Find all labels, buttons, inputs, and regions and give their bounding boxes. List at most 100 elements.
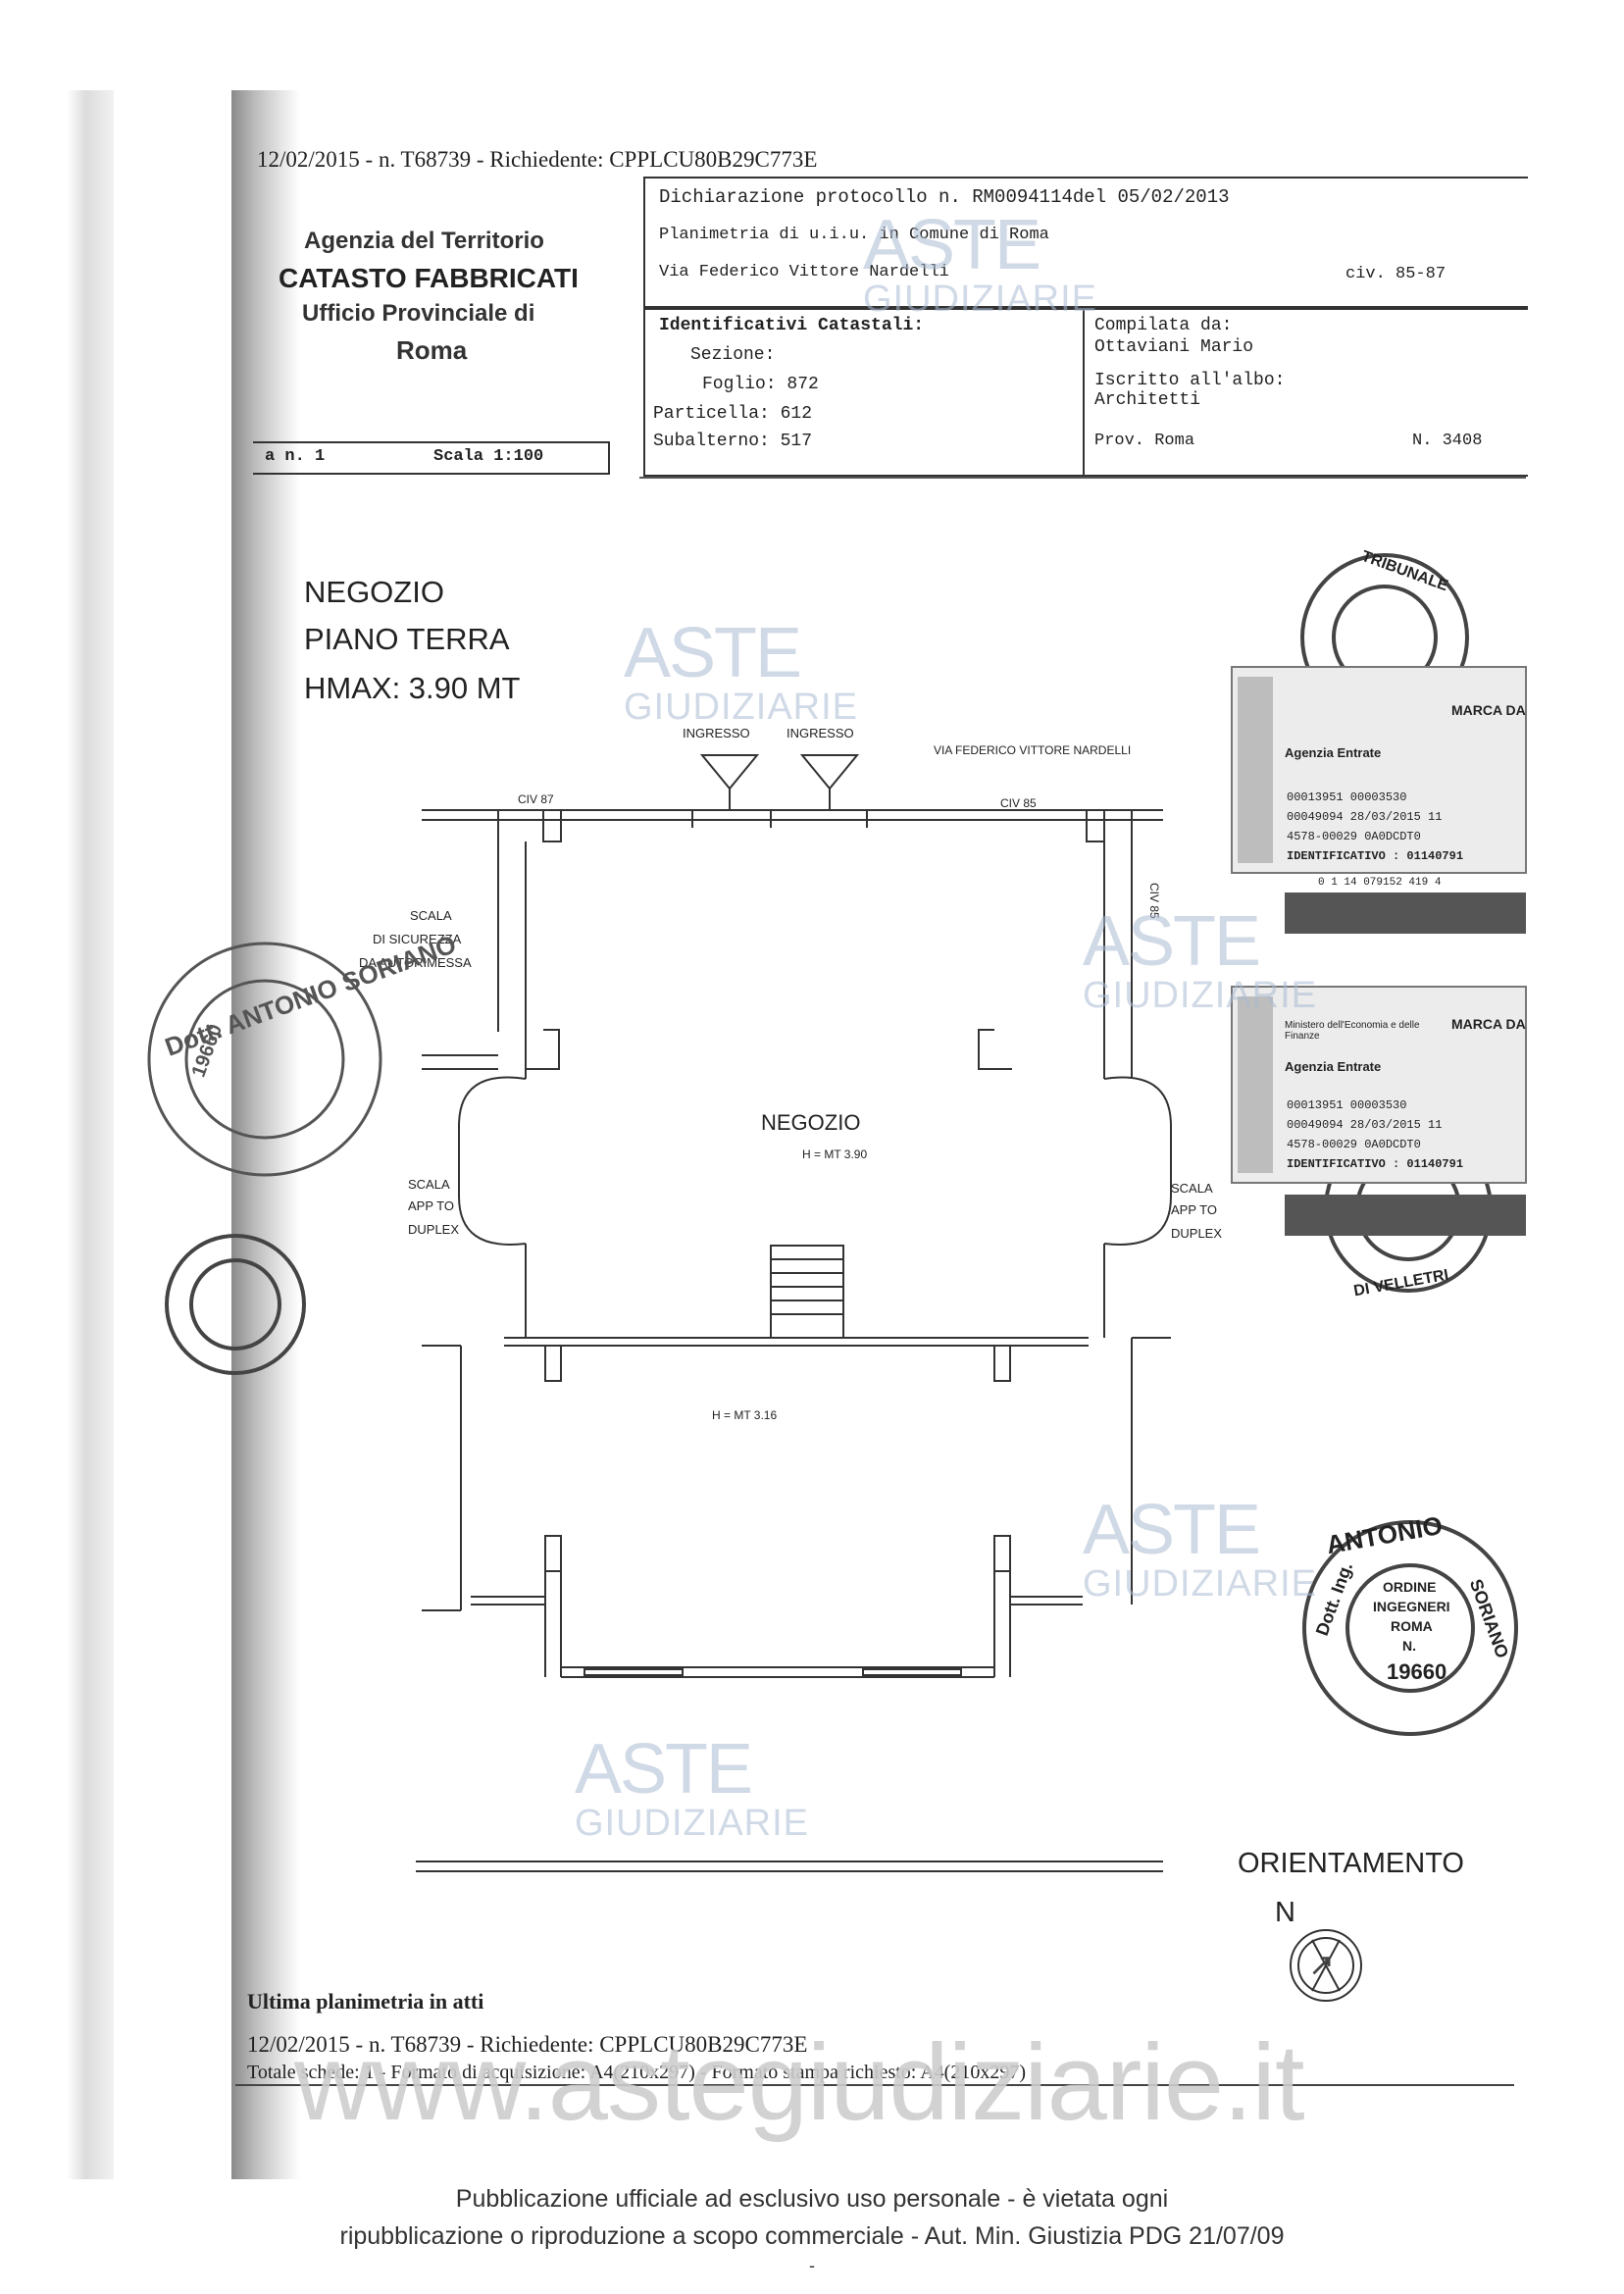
aste-watermark-5: ASTE GIUDIZIARIE xyxy=(575,1734,809,1842)
agenzia-line2: CATASTO FABBRICATI xyxy=(279,263,579,293)
marca-code-3: 4578-00029 0A0DCDT0 xyxy=(1287,830,1421,843)
subalterno-text: Subalterno: 517 xyxy=(653,432,813,451)
sezione-text: Sezione: xyxy=(690,345,776,365)
numero-text: N. 3408 xyxy=(1412,432,1483,450)
plan-title-line1: NEGOZIO xyxy=(304,575,444,609)
aste-watermark-4-title: ASTE xyxy=(1083,1491,1261,1569)
scala-right-2: APP TO xyxy=(1171,1202,1217,1217)
plan-title-line3: HMAX: 3.90 MT xyxy=(304,671,521,705)
indirizzo-text: Via Federico Vittore Nardelli xyxy=(659,263,949,281)
scala-sicurezza-2: DI SICUREZZA xyxy=(373,932,462,946)
planimetria-text: Planimetria di u.i.u. in Comune di Roma xyxy=(659,226,1049,244)
marca-code-1: 00013951 00003530 xyxy=(1287,790,1407,804)
plan-title-line2: PIANO TERRA xyxy=(304,622,510,656)
orientamento-label: ORIENTAMENTO xyxy=(1238,1848,1464,1879)
scala-left-3: DUPLEX xyxy=(408,1222,460,1237)
aste-watermark-5-title: ASTE xyxy=(575,1730,753,1809)
scala-right-1: SCALA xyxy=(1171,1181,1213,1196)
aste-watermark-2-sub: GIUDIZIARIE xyxy=(624,687,859,728)
iscritto-albo: Architetti xyxy=(1094,390,1201,410)
marca-code-2: 00049094 28/03/2015 11 xyxy=(1287,810,1443,824)
agenzia-entrate-2: Agenzia Entrate xyxy=(1285,1059,1382,1074)
scala-sicurezza-1: SCALA xyxy=(410,908,452,923)
ing-stamp-center-2: INGEGNERI xyxy=(1373,1599,1450,1614)
civ-85-top-label: CIV 85 xyxy=(1000,796,1037,810)
agenzia-line3: Ufficio Provinciale di xyxy=(302,300,535,327)
barcode-number: 0 1 14 079152 419 4 xyxy=(1318,877,1442,889)
lower-height: H = MT 3.16 xyxy=(712,1408,778,1422)
ministero-text: Ministero dell'Economia e delle Finanze xyxy=(1285,1020,1420,1042)
marca-1-label: MARCA DA xyxy=(1451,702,1526,718)
scala-left-2: APP TO xyxy=(408,1198,454,1213)
ing-stamp-left xyxy=(147,942,382,1177)
agenzia-entrate-1: Agenzia Entrate xyxy=(1285,745,1382,760)
aste-watermark-1-title: ASTE xyxy=(863,206,1041,284)
iscritto-label: Iscritto all'albo: xyxy=(1094,371,1286,390)
scan-left-edge xyxy=(67,90,114,2179)
marca-da-bollo-2 xyxy=(1231,986,1527,1236)
site-watermark: www.astegiudiziarie.it xyxy=(294,2022,1305,2143)
scala-sicurezza-3: DA AUTORIMESSA xyxy=(359,955,472,970)
aste-watermark-1: ASTE GIUDIZIARIE xyxy=(863,210,1097,318)
identificativi-label: Identificativi Catastali: xyxy=(659,316,925,335)
identificativo-2: IDENTIFICATIVO : 01140791 xyxy=(1287,1157,1464,1171)
header-box-ident xyxy=(643,306,1528,477)
ingresso-arrow-2 xyxy=(799,754,860,790)
footer-data-line: 12/02/2015 - n. T68739 - Richiedente: CP… xyxy=(247,2032,808,2057)
compass-icon: ↗ xyxy=(1308,1947,1335,1982)
aste-watermark-3-title: ASTE xyxy=(1083,902,1261,981)
dichiarazione-text: Dichiarazione protocollo n. RM0094114del… xyxy=(659,186,1230,208)
ing-stamp-right-num: 19660 xyxy=(1387,1659,1447,1684)
scheda-text: a n. 1 xyxy=(265,447,326,466)
foglio-text: Foglio: 872 xyxy=(702,375,819,394)
marca-code-2-2: 00049094 28/03/2015 11 xyxy=(1287,1118,1443,1132)
header-box-top xyxy=(643,177,1528,310)
notice-dash: - xyxy=(809,2256,815,2275)
footer-schede-line: Totale schede: 1 - Formato di acquisizio… xyxy=(247,2062,1026,2083)
aste-watermark-1-sub: GIUDIZIARIE xyxy=(863,279,1098,320)
identificativo-1: IDENTIFICATIVO : 01140791 xyxy=(1287,849,1464,863)
room-height: H = MT 3.90 xyxy=(802,1147,868,1161)
north-label: N xyxy=(1275,1897,1295,1928)
ing-stamp-right xyxy=(1302,1520,1518,1736)
aste-watermark-5-sub: GIUDIZIARIE xyxy=(575,1803,810,1844)
civico-text: civ. 85-87 xyxy=(1345,265,1446,283)
ingresso-1: INGRESSO xyxy=(683,726,750,740)
aste-watermark-2: ASTE GIUDIZIARIE xyxy=(624,618,858,726)
ing-stamp-left-lower xyxy=(165,1234,306,1375)
aste-watermark-3: ASTE GIUDIZIARIE xyxy=(1083,906,1317,1014)
marca-code-2-3: 4578-00029 0A0DCDT0 xyxy=(1287,1138,1421,1151)
civ-87-label: CIV 87 xyxy=(518,792,554,806)
notice-line2: ripubblicazione o riproduzione a scopo c… xyxy=(339,2222,1285,2250)
notice-line1: Pubblicazione ufficiale ad esclusivo uso… xyxy=(455,2185,1169,2213)
room-name: NEGOZIO xyxy=(761,1110,861,1135)
scala-left-1: SCALA xyxy=(408,1177,450,1192)
header-divider xyxy=(1083,306,1085,475)
ingresso-arrow-1 xyxy=(699,754,760,790)
aste-watermark-2-title: ASTE xyxy=(624,614,802,692)
agenzia-line4: Roma xyxy=(396,335,468,365)
scala-right-3: DUPLEX xyxy=(1171,1226,1223,1241)
ing-stamp-center-4: N. xyxy=(1402,1638,1416,1654)
compilata-label: Compilata da: xyxy=(1094,316,1233,335)
via-label: VIA FEDERICO VITTORE NARDELLI xyxy=(934,743,1132,757)
aste-watermark-4-sub: GIUDIZIARIE xyxy=(1083,1563,1318,1605)
header-bottom-rule xyxy=(639,477,1526,479)
marca-2-label: MARCA DA xyxy=(1451,1016,1526,1032)
scala-box xyxy=(253,441,610,475)
particella-text: Particella: 612 xyxy=(653,404,813,424)
ultima-planimetria: Ultima planimetria in atti xyxy=(247,1989,484,2014)
ing-stamp-center-1: ORDINE xyxy=(1383,1579,1437,1595)
aste-watermark-3-sub: GIUDIZIARIE xyxy=(1083,975,1318,1016)
compilata-nome: Ottaviani Mario xyxy=(1094,337,1254,357)
prov-text: Prov. Roma xyxy=(1094,432,1195,450)
marca-da-bollo-1 xyxy=(1231,666,1527,934)
ingresso-2: INGRESSO xyxy=(787,726,854,740)
agenzia-line1: Agenzia del Territorio xyxy=(304,228,544,254)
scala-text: Scala 1:100 xyxy=(433,447,544,466)
header-top-line: 12/02/2015 - n. T68739 - Richiedente: CP… xyxy=(257,147,818,172)
aste-watermark-4: ASTE GIUDIZIARIE xyxy=(1083,1495,1317,1603)
marca-code-2-1: 00013951 00003530 xyxy=(1287,1098,1407,1112)
ing-stamp-center-3: ROMA xyxy=(1391,1618,1433,1634)
